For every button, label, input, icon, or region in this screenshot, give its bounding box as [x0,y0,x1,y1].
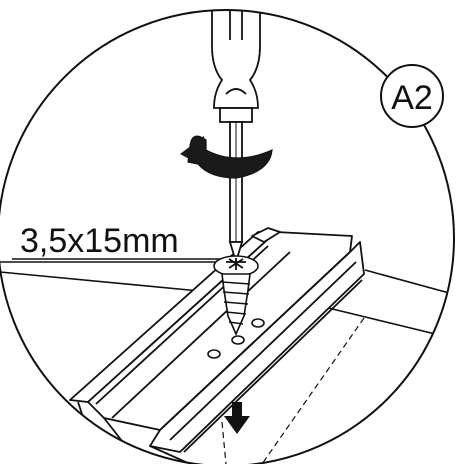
screw-shank [221,273,251,336]
screwdriver-tip [228,241,244,266]
step-badge-label: A2 [391,79,433,117]
screwdriver-ferrule [219,107,253,123]
screwdriver [211,10,261,266]
step-badge: A2 [380,64,444,128]
clockwise-rotation-arrow-icon [180,135,273,179]
pan-head-screw-icon [213,255,259,336]
screw-hole [251,318,265,328]
screw-spec-label: 3,5x15mm [20,222,179,260]
screwdriver-handle [211,10,261,109]
down-arrow-icon [224,402,250,434]
alignment-guide-lines [221,317,365,465]
screw-hole [207,349,221,359]
board-surface [0,257,454,341]
screw-hole [231,335,245,345]
screw-spec-callout: 3,5x15mm [12,222,222,260]
rail-screw-holes [207,318,265,359]
